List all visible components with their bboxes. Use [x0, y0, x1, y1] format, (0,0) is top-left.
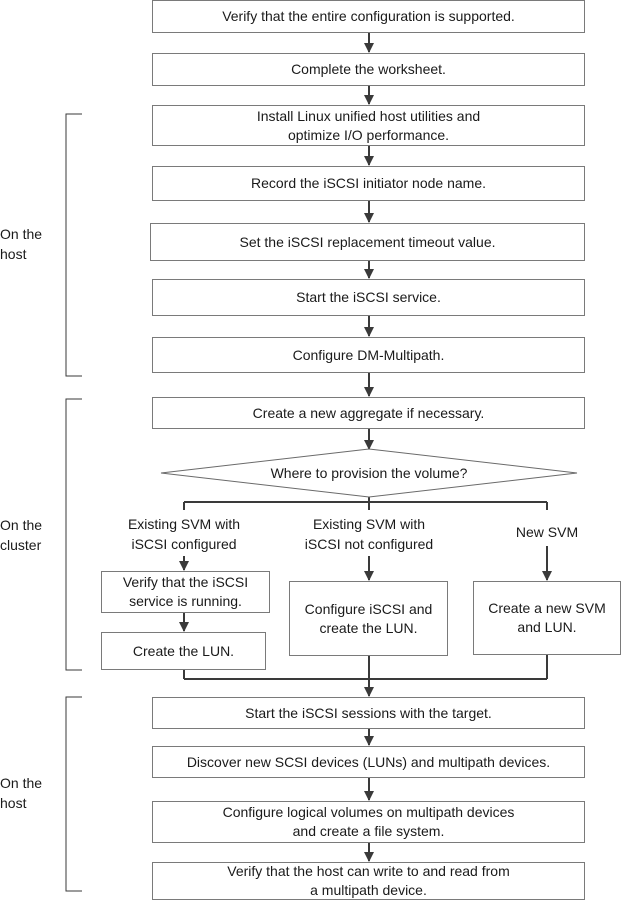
step-start-iscsi-service: Start the iSCSI service. [152, 279, 585, 316]
group-label-host-bottom: On the host [0, 773, 42, 813]
branch-label-existing-not-configured-line1: Existing SVM with [312, 516, 426, 532]
group-label-host-bottom-line1: On the [0, 775, 43, 791]
bracket-host-bottom [65, 696, 82, 892]
step-verify-configuration: Verify that the entire configuration is … [152, 0, 585, 33]
step-install-line2: optimize I/O performance. [287, 126, 450, 143]
branch-label-existing-not-configured-line2: iSCSI not configured [304, 536, 434, 552]
step-create-lun-label: Create the LUN. [132, 642, 235, 659]
bracket-host-top [65, 113, 82, 377]
branch-label-existing-configured-line2: iSCSI configured [131, 536, 237, 552]
step-complete-worksheet-label: Complete the worksheet. [291, 61, 446, 77]
branch-label-existing-configured-line1: Existing SVM with [127, 516, 241, 532]
step-new-svm-line1: Create a new SVM [488, 600, 606, 616]
step-create-aggregate-label: Create a new aggregate if necessary. [252, 404, 485, 421]
branch-label-new-svm: New SVM [515, 524, 579, 540]
step-logical-line2: and create a file system. [292, 823, 445, 839]
step-configure-iscsi-line2: create the LUN. [319, 619, 418, 636]
step-configure-dm-multipath-label: Configure DM-Multipath. [292, 346, 445, 363]
group-label-host-top: On the host [0, 224, 42, 264]
step-configure-iscsi-create-lun: Configure iSCSI and create the LUN. [289, 581, 448, 656]
step-discover-devices: Discover new SCSI devices (LUNs) and mul… [152, 746, 585, 778]
group-label-cluster-line1: On the [0, 517, 43, 533]
decision-diamond [160, 448, 578, 498]
step-start-iscsi-service-label: Start the iSCSI service. [296, 289, 441, 305]
step-verify-service-running: Verify that the iSCSI service is running… [101, 571, 270, 613]
step-verify-configuration-label: Verify that the entire configuration is … [222, 8, 515, 24]
step-set-timeout-label: Set the iSCSI replacement timeout value. [239, 233, 496, 250]
step-create-lun: Create the LUN. [101, 632, 266, 670]
step-verify-running-line1: Verify that the iSCSI [122, 574, 249, 590]
step-configure-dm-multipath: Configure DM-Multipath. [152, 337, 585, 373]
step-logical-line1: Configure logical volumes on multipath d… [222, 804, 515, 820]
group-label-host-bottom-line2: host [0, 795, 27, 811]
step-verify-rw-line1: Verify that the host can write to and re… [227, 863, 510, 879]
step-configure-iscsi-line1: Configure iSCSI and [304, 600, 433, 617]
step-verify-rw-line2: a multipath device. [310, 882, 427, 898]
step-verify-read-write: Verify that the host can write to and re… [152, 862, 585, 900]
decision-label: Where to provision the volume? [270, 465, 468, 481]
group-label-host-top-line2: host [0, 246, 27, 262]
group-label-cluster-line2: cluster [0, 537, 42, 553]
branch-label-existing-configured: Existing SVM with iSCSI configured [104, 514, 264, 554]
step-start-iscsi-sessions-label: Start the iSCSI sessions with the target… [245, 704, 492, 721]
step-configure-logical-volumes: Configure logical volumes on multipath d… [152, 801, 585, 843]
step-start-iscsi-sessions: Start the iSCSI sessions with the target… [152, 697, 585, 729]
step-install-line1: Install Linux unified host utilities and [256, 107, 481, 124]
step-set-timeout: Set the iSCSI replacement timeout value. [150, 223, 585, 261]
step-verify-running-line2: service is running. [129, 593, 242, 609]
group-label-host-top-line1: On the [0, 226, 43, 242]
step-discover-devices-label: Discover new SCSI devices (LUNs) and mul… [186, 753, 551, 770]
step-new-svm-line2: and LUN. [517, 619, 577, 635]
step-install-host-utilities: Install Linux unified host utilities and… [152, 105, 585, 146]
group-label-cluster: On the cluster [0, 515, 42, 555]
step-create-aggregate: Create a new aggregate if necessary. [152, 397, 585, 429]
step-record-node-name: Record the iSCSI initiator node name. [152, 166, 585, 201]
step-complete-worksheet: Complete the worksheet. [152, 53, 585, 86]
step-record-node-name-label: Record the iSCSI initiator node name. [250, 175, 486, 191]
branch-label-existing-not-configured: Existing SVM with iSCSI not configured [284, 514, 454, 554]
step-create-new-svm: Create a new SVM and LUN. [473, 581, 621, 655]
bracket-cluster [65, 398, 82, 671]
